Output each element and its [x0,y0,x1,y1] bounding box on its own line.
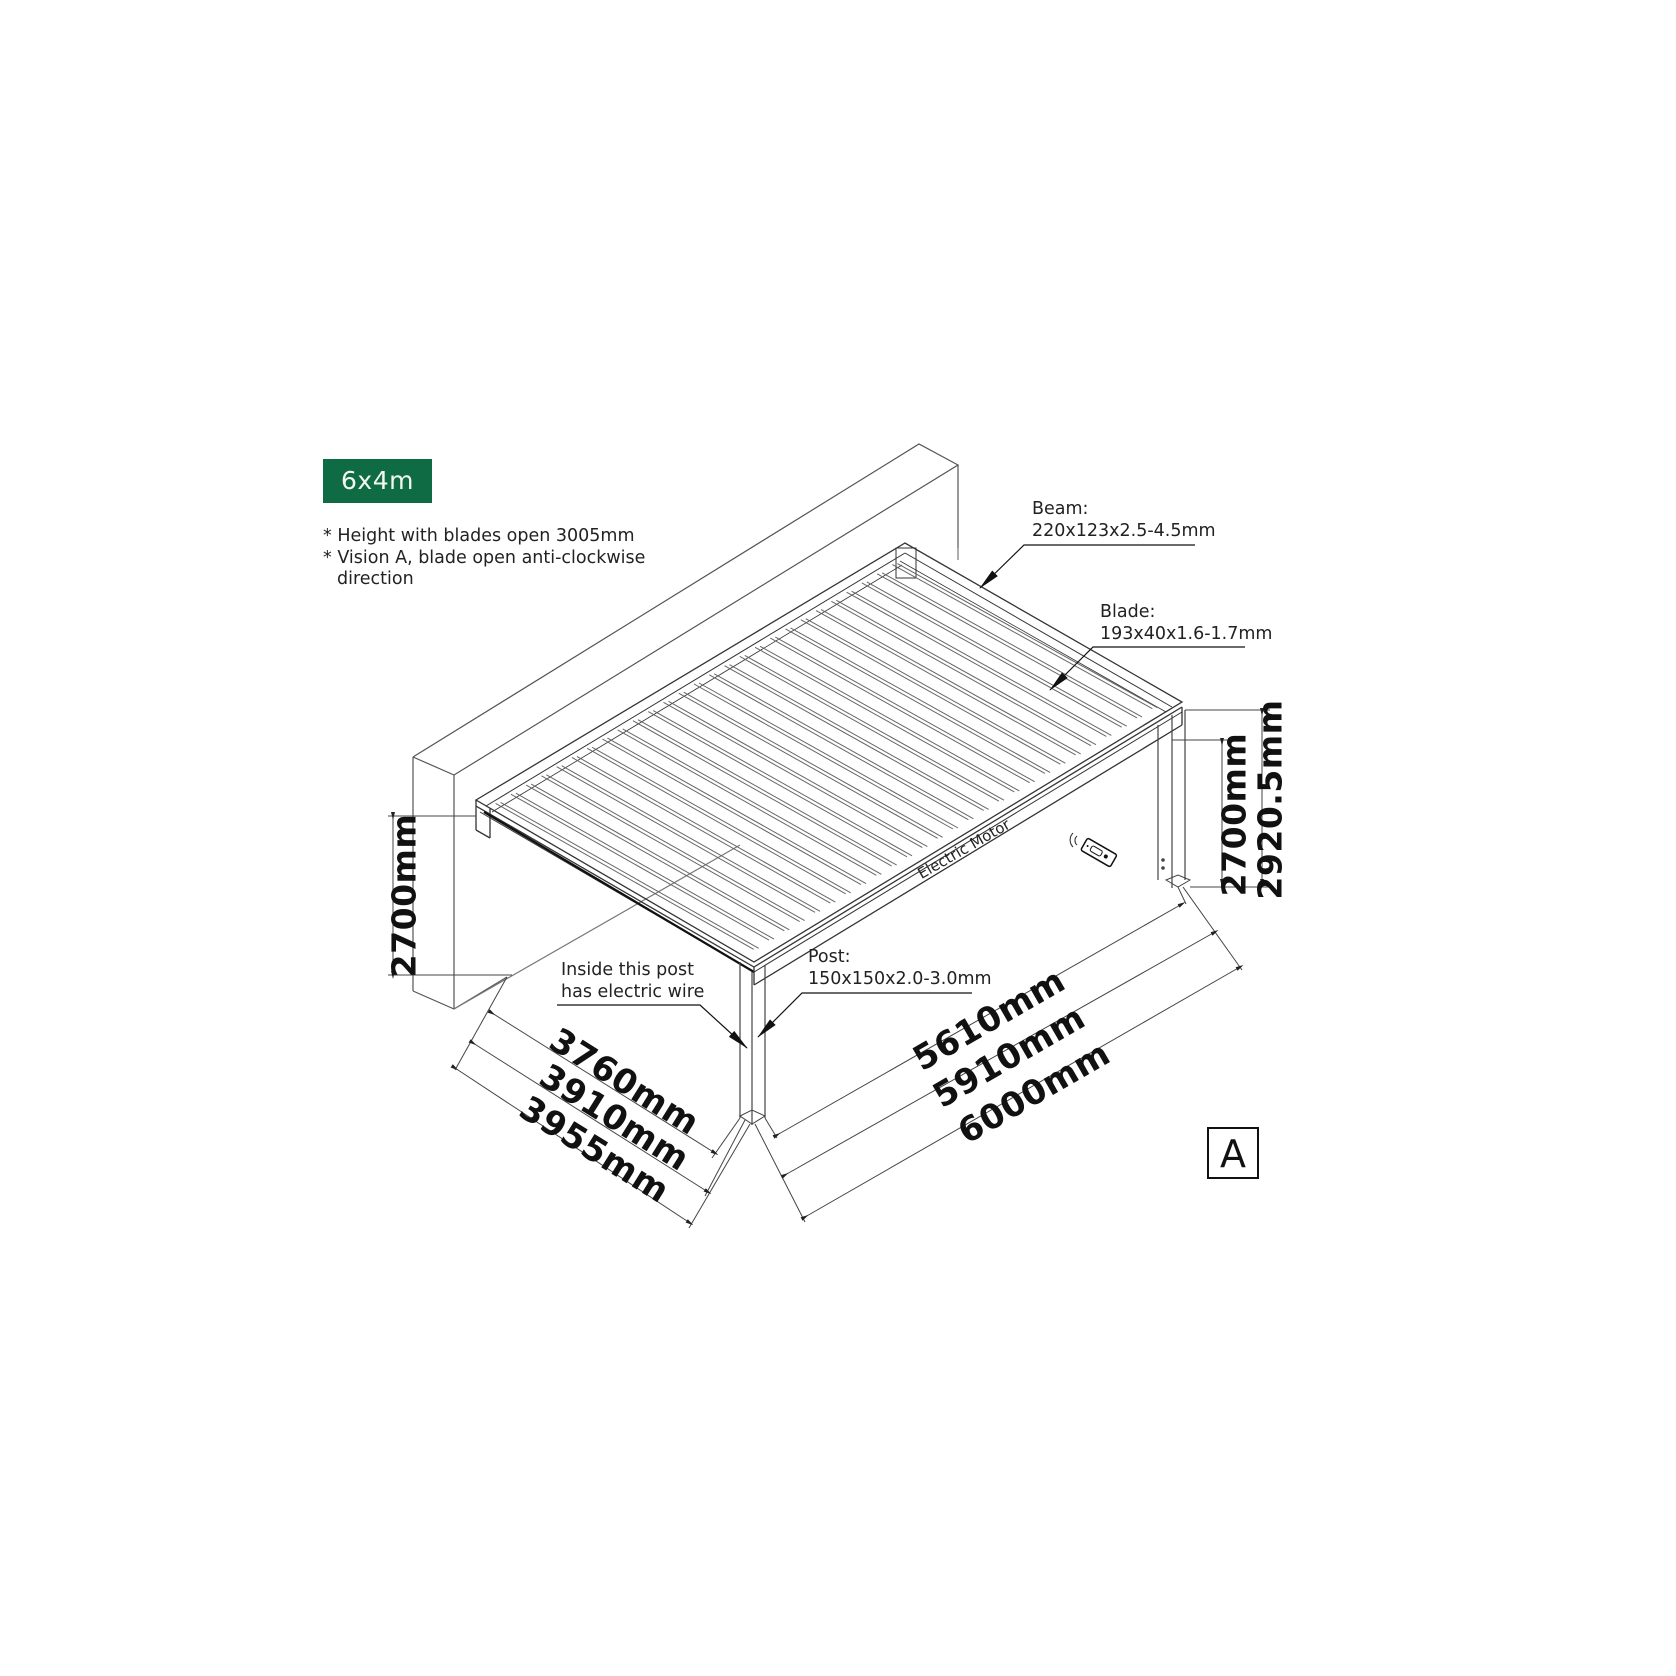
roof-frame [474,542,1184,986]
blade-line [836,599,1097,746]
blade-line [510,793,770,941]
blade-line [897,563,1158,709]
blade-spec: 193x40x1.6-1.7mm [1100,623,1273,644]
front-post [739,962,767,1125]
blade-line [530,783,790,931]
blade-line [515,792,775,940]
left-height-dimension [388,812,512,979]
blade-line [724,665,984,811]
blade-line [586,747,846,895]
blade-line [831,600,1092,747]
width-dimensions [754,886,1244,1223]
blade-line [647,711,908,858]
blade-line [556,766,816,913]
blade-title: Blade: [1100,602,1156,622]
right-total-height-label: 2920.5mm [1250,699,1290,900]
blade-line [800,619,1061,765]
blade-line [637,719,897,866]
note-vision: * Vision A, blade open anti-clockwise [323,547,646,568]
blade-line [754,646,1015,793]
blade-line [500,801,759,949]
blade-line [591,746,851,894]
wire-callout: Inside this post has electric wire [561,960,704,1003]
callout-leaders [557,544,1245,1049]
blade-line [881,572,1143,718]
blade-line [851,590,1112,736]
blade-line [683,691,943,838]
wire-line2: has electric wire [561,981,705,1002]
blade-line [876,573,1138,719]
note-height: * Height with blades open 3005mm [323,526,635,546]
wire-line1: Inside this post [561,960,694,980]
wall [412,443,960,1010]
post-callout: Post: 150x150x2.0-3.0mm [808,947,992,990]
blade-line [709,674,969,821]
notes: * Height with blades open 3005mm * Visio… [323,526,645,591]
blade-line [693,683,954,830]
blade-line [571,757,831,904]
blade-line [846,591,1107,737]
view-tag: A [1207,1127,1259,1179]
beam-title: Beam: [1032,499,1089,519]
blade-line [714,673,974,820]
post-title: Post: [808,947,851,967]
blade-line [739,656,1000,802]
blade-line [652,710,913,857]
blade-line [541,775,800,923]
blade-line [785,628,1046,774]
right-post-height-label: 2700mm [1214,732,1254,897]
blade-line [805,618,1066,764]
blade-line [632,720,892,867]
wireless-signal-icon [1069,832,1078,848]
blade-line [861,582,1122,728]
right-height-dimensions [1172,708,1270,888]
blade-line [815,610,1076,756]
blade-line [576,756,836,903]
beam-spec: 220x123x2.5-4.5mm [1032,520,1216,541]
blade-line [546,774,805,922]
blade-line [663,701,923,848]
size-badge: 6x4m [323,459,432,503]
blade-line [790,627,1051,773]
note-vision-cont: direction [337,569,414,589]
blade-line [607,737,867,884]
blade-line [617,729,877,876]
blade-line [744,655,1005,801]
blade-callout: Blade: 193x40x1.6-1.7mm [1100,602,1272,645]
blade-line [678,692,938,839]
post-spec: 150x150x2.0-3.0mm [808,968,992,989]
blade-line [759,645,1020,792]
beam-callout: Beam: 220x123x2.5-4.5mm [1032,499,1216,542]
remote-control-icon [1080,837,1118,868]
right-post [1157,710,1192,888]
blade-line [729,664,989,810]
blade-line [770,637,1030,784]
blade-line [698,682,959,829]
blade-line [525,784,785,932]
roof-blades [495,563,1158,950]
depth-dimensions [450,976,751,1229]
blade-line [495,802,754,950]
blade-line [775,636,1035,783]
blade-line [561,765,821,912]
blade-line [668,700,928,847]
blade-line [820,609,1081,755]
left-height-label: 2700mm [384,813,424,978]
blade-line [602,738,862,885]
blade-line [622,728,882,875]
blade-line [892,564,1153,710]
blade-line [866,581,1127,727]
